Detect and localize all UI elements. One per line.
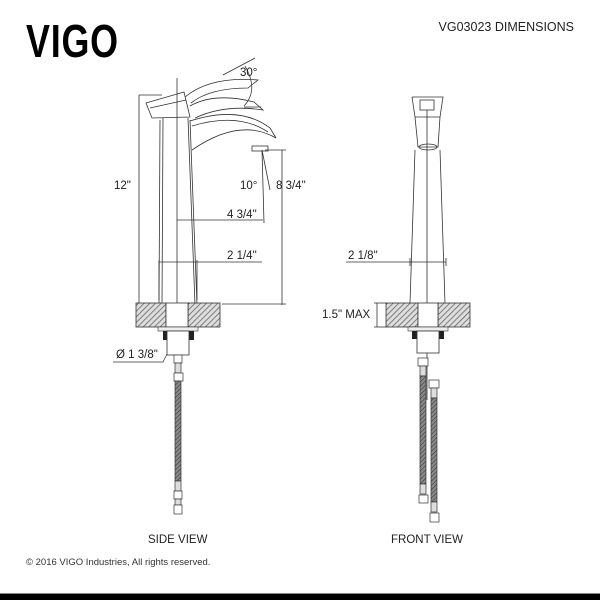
side-view-supply-hose [173,354,184,515]
front-view-supply-hoses [417,357,440,523]
spout-reach-label: 4 3/4" [227,209,257,221]
base-width-label: 2 1/4" [227,250,257,262]
total-height-label: 12" [114,180,131,192]
bottom-bar [0,593,600,600]
max-deck-thickness-label: 1.5" MAX [322,309,371,321]
copyright-notice: © 2016 VIGO Industries, All rights reser… [26,557,211,568]
front-base-width-label: 2 1/8" [348,250,378,262]
spout-angle-label: 10° [240,180,258,192]
spout-height-label: 8 3/4" [276,180,306,192]
document-title: VG03023 DIMENSIONS [438,20,574,34]
handle-angle-label: 30° [240,67,258,79]
front-view-countertop [385,302,471,354]
front-view-drawing [346,96,447,400]
vigo-logo: VIGO [26,15,119,67]
front-view-label: FRONT VIEW [391,534,463,546]
side-view-drawing [138,57,286,345]
side-view-label: SIDE VIEW [148,534,208,546]
hole-diameter-label: Ø 1 3/8" [116,349,158,361]
